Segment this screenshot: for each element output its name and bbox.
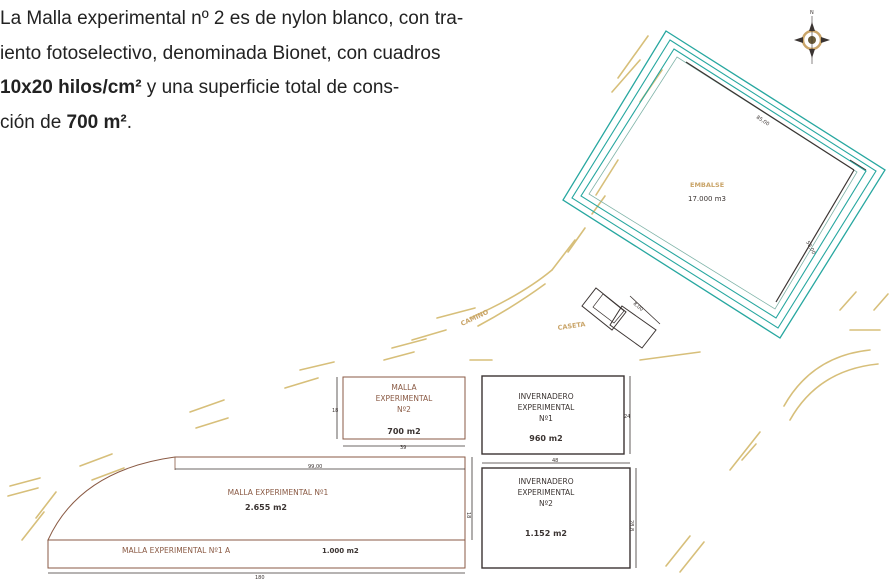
malla-1-dim-side: 18 — [465, 512, 471, 518]
reservoir-label: EMBALSE — [690, 181, 724, 189]
malla-1a-dim-bottom: 180 — [255, 575, 265, 581]
invernadero-1: 24 INVERNADERO EXPERIMENTAL Nº1 960 m2 — [481, 375, 631, 455]
malla-2-label-3: Nº2 — [397, 405, 411, 414]
inv-2-area: 1.152 m2 — [525, 529, 567, 538]
inv-1-label-3: Nº1 — [539, 414, 553, 423]
malla-2-label-2: EXPERIMENTAL — [376, 394, 434, 403]
intro-paragraph: La Malla experimental nº 2 es de nylon b… — [0, 2, 600, 140]
malla-2-area: 700 m2 — [387, 427, 420, 436]
inv-2-label-1: INVERNADERO — [518, 477, 573, 486]
invernadero-2: 48 28,8 INVERNADERO EXPERIMENTAL Nº2 1.1… — [481, 458, 637, 569]
malla-1-label: MALLA EXPERIMENTAL Nº1 — [228, 488, 329, 497]
inv-1-label-1: INVERNADERO — [518, 392, 573, 401]
inv-1-label-2: EXPERIMENTAL — [518, 403, 576, 412]
inv-2-label-2: EXPERIMENTAL — [518, 488, 576, 497]
caseta-label: CASETA — [557, 320, 586, 332]
malla-2-plot: 18 39 MALLA EXPERIMENTAL Nº2 700 m2 — [332, 376, 466, 451]
para-line-4-pre: ción de — [0, 111, 67, 133]
para-line-4-post: . — [126, 111, 133, 133]
inv-2-dim-top: 48 — [552, 458, 558, 464]
para-line-3: 10x20 hilos/cm² y una superficie total d… — [0, 71, 600, 106]
mesh-spec: 10x20 hilos/cm² — [0, 77, 142, 98]
reservoir-volume: 17.000 m3 — [688, 195, 726, 203]
inv-2-dim-side: 28,8 — [628, 520, 634, 531]
malla-1-dim-top: 99,00 — [308, 464, 322, 470]
area-value: 700 m² — [66, 111, 127, 133]
road-strokes — [7, 35, 889, 573]
para-line-1: La Malla experimental nº 2 es de nylon b… — [0, 8, 464, 29]
inv-1-area: 960 m2 — [529, 434, 562, 443]
malla-2-label-1: MALLA — [391, 383, 417, 392]
reservoir-embalse: 85,00 50,00 EMBALSE 17.000 m3 — [562, 30, 886, 339]
para-line-3-rest: y una superficie total de cons- — [141, 77, 400, 98]
para-line-2: iento fotoselectivo, denominada Bionet, … — [0, 42, 441, 64]
malla-1a-plot: 180 MALLA EXPERIMENTAL Nº1 A 1.000 m2 — [47, 539, 466, 581]
north-arrow-icon: N — [794, 10, 830, 64]
malla-2-dim-bottom: 39 — [400, 445, 406, 451]
inv-1-dim-side: 24 — [624, 414, 630, 420]
reservoir-dim-top: 85,00 — [755, 115, 770, 128]
para-line-4: ción de 700 m². — [0, 106, 600, 141]
caseta-building: 8,00 CASETA — [557, 287, 661, 349]
inv-2-label-3: Nº2 — [539, 499, 553, 508]
malla-1a-area: 1.000 m2 — [322, 547, 359, 555]
malla-1a-label: MALLA EXPERIMENTAL Nº1 A — [122, 546, 231, 555]
north-letter: N — [810, 10, 814, 16]
malla-1-area: 2.655 m2 — [245, 503, 287, 512]
malla-2-dim-side: 18 — [332, 408, 338, 414]
caseta-dim: 8,00 — [632, 301, 644, 313]
malla-1-plot: 99,00 18 MALLA EXPERIMENTAL Nº1 2.655 m2 — [47, 456, 473, 541]
